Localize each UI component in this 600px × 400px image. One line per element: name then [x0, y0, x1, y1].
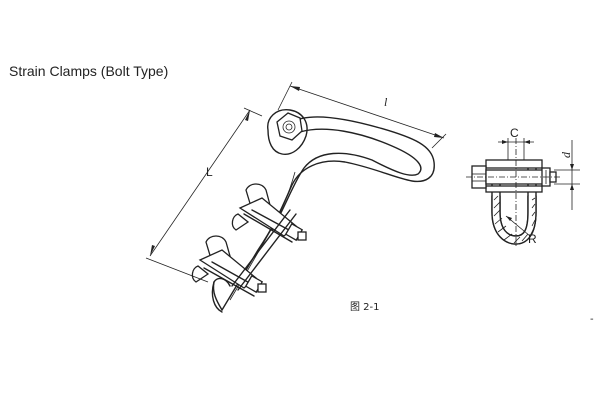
- figure-caption: 图 2-1: [350, 302, 380, 313]
- dim-label-l: l: [384, 95, 388, 109]
- dim-label-C: C: [510, 126, 519, 140]
- dim-label-R: R: [528, 232, 537, 246]
- clamp-body: [211, 109, 435, 313]
- dimension-l: l: [277, 81, 447, 149]
- cross-section: R C d: [466, 126, 580, 246]
- top-hex-nut: [276, 112, 303, 141]
- edge-mark: ‐: [590, 314, 594, 325]
- upper-u-bolt: [231, 183, 307, 243]
- dim-label-L: L: [206, 165, 213, 179]
- page-title: Strain Clamps (Bolt Type): [9, 63, 169, 79]
- dim-label-d: d: [559, 151, 573, 158]
- pressure-plate: [231, 209, 297, 291]
- lower-u-bolt: [191, 235, 267, 297]
- dimension-L: L: [145, 107, 263, 283]
